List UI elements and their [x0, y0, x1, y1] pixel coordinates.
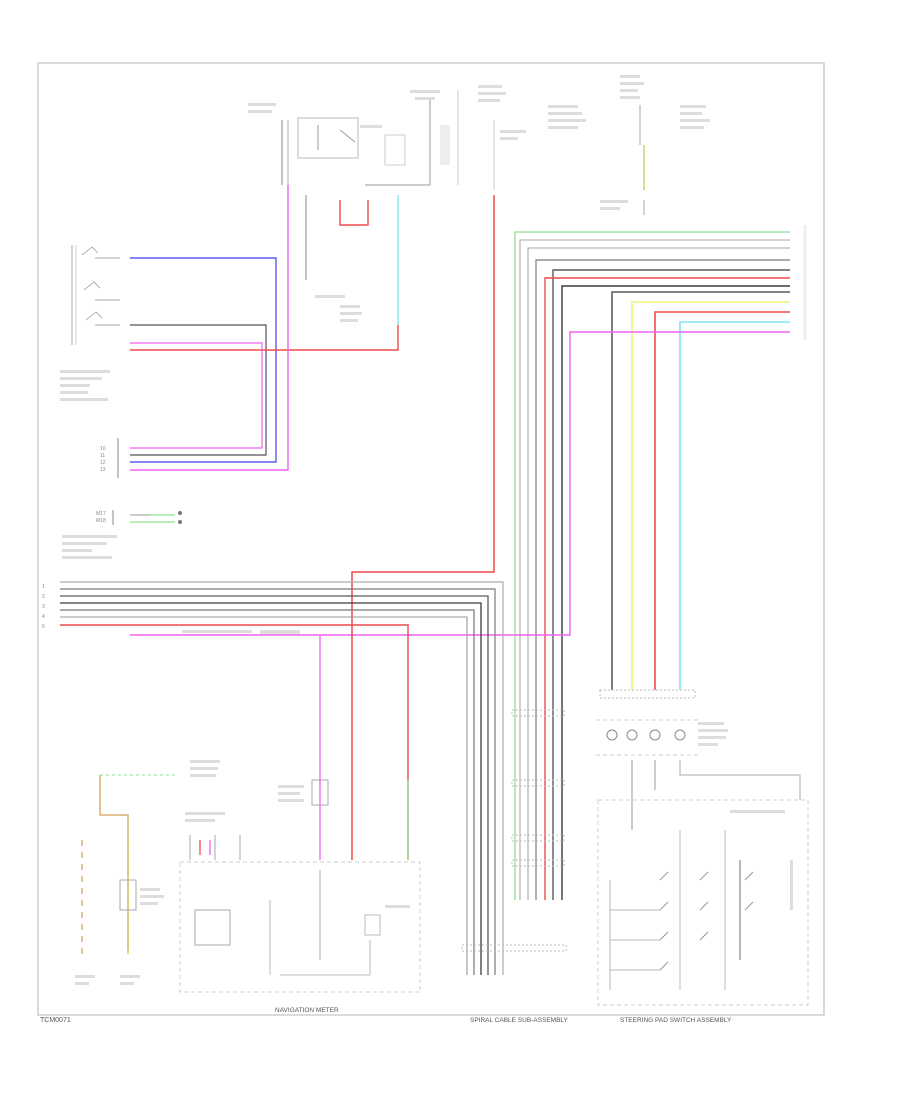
svg-text:12: 12 — [100, 460, 106, 466]
left-connector: 10 11 12 13 M17 M18 — [96, 438, 182, 525]
top-left-switch-block — [71, 245, 120, 345]
wire-blue — [130, 257, 277, 463]
svg-text:2: 2 — [42, 594, 45, 600]
text-block-left — [60, 370, 117, 559]
spiral-cable-label: SPIRAL CABLE SUB-ASSEMBLY — [470, 1017, 569, 1024]
instrument-cluster-block — [596, 719, 801, 830]
svg-text:13: 13 — [100, 467, 106, 473]
steering-pad-label: STEERING PAD SWITCH ASSEMBLY — [620, 1017, 732, 1024]
svg-text:1: 1 — [42, 584, 45, 590]
center-top-labels — [478, 85, 586, 190]
steering-pad-block: STEERING PAD SWITCH ASSEMBLY — [597, 799, 809, 1024]
svg-text:M18: M18 — [96, 518, 106, 524]
svg-text:M17: M17 — [96, 511, 106, 517]
wire-red-pair — [339, 200, 369, 226]
wire-red-long — [351, 195, 495, 860]
wire-magenta-left — [130, 342, 263, 449]
diagram-border — [37, 62, 825, 1016]
wire-red-top — [130, 325, 399, 351]
diagram-code: TCM0071 — [40, 1017, 71, 1024]
text-mid-top — [315, 295, 362, 322]
spiral-cable-label-group: SPIRAL CABLE SUB-ASSEMBLY — [470, 1017, 569, 1024]
mid-component — [182, 630, 329, 806]
wire-magenta-long — [130, 185, 289, 471]
bus-connector-marks — [461, 689, 696, 952]
svg-text:11: 11 — [100, 453, 105, 459]
navigation-meter-label: NAVIGATION METER — [275, 1007, 339, 1014]
svg-text:10: 10 — [100, 446, 106, 452]
bottom-left-block — [75, 760, 241, 985]
top-right-ground — [600, 75, 710, 215]
svg-text:4: 4 — [42, 614, 45, 620]
right-bus — [130, 225, 807, 900]
left-bus: 1 2 3 4 5 — [42, 581, 504, 975]
top-center-connector — [248, 90, 450, 186]
navigation-meter-block: NAVIGATION METER — [179, 861, 421, 1014]
svg-text:3: 3 — [42, 604, 45, 610]
svg-text:5: 5 — [42, 624, 45, 630]
wire-black — [130, 324, 267, 456]
